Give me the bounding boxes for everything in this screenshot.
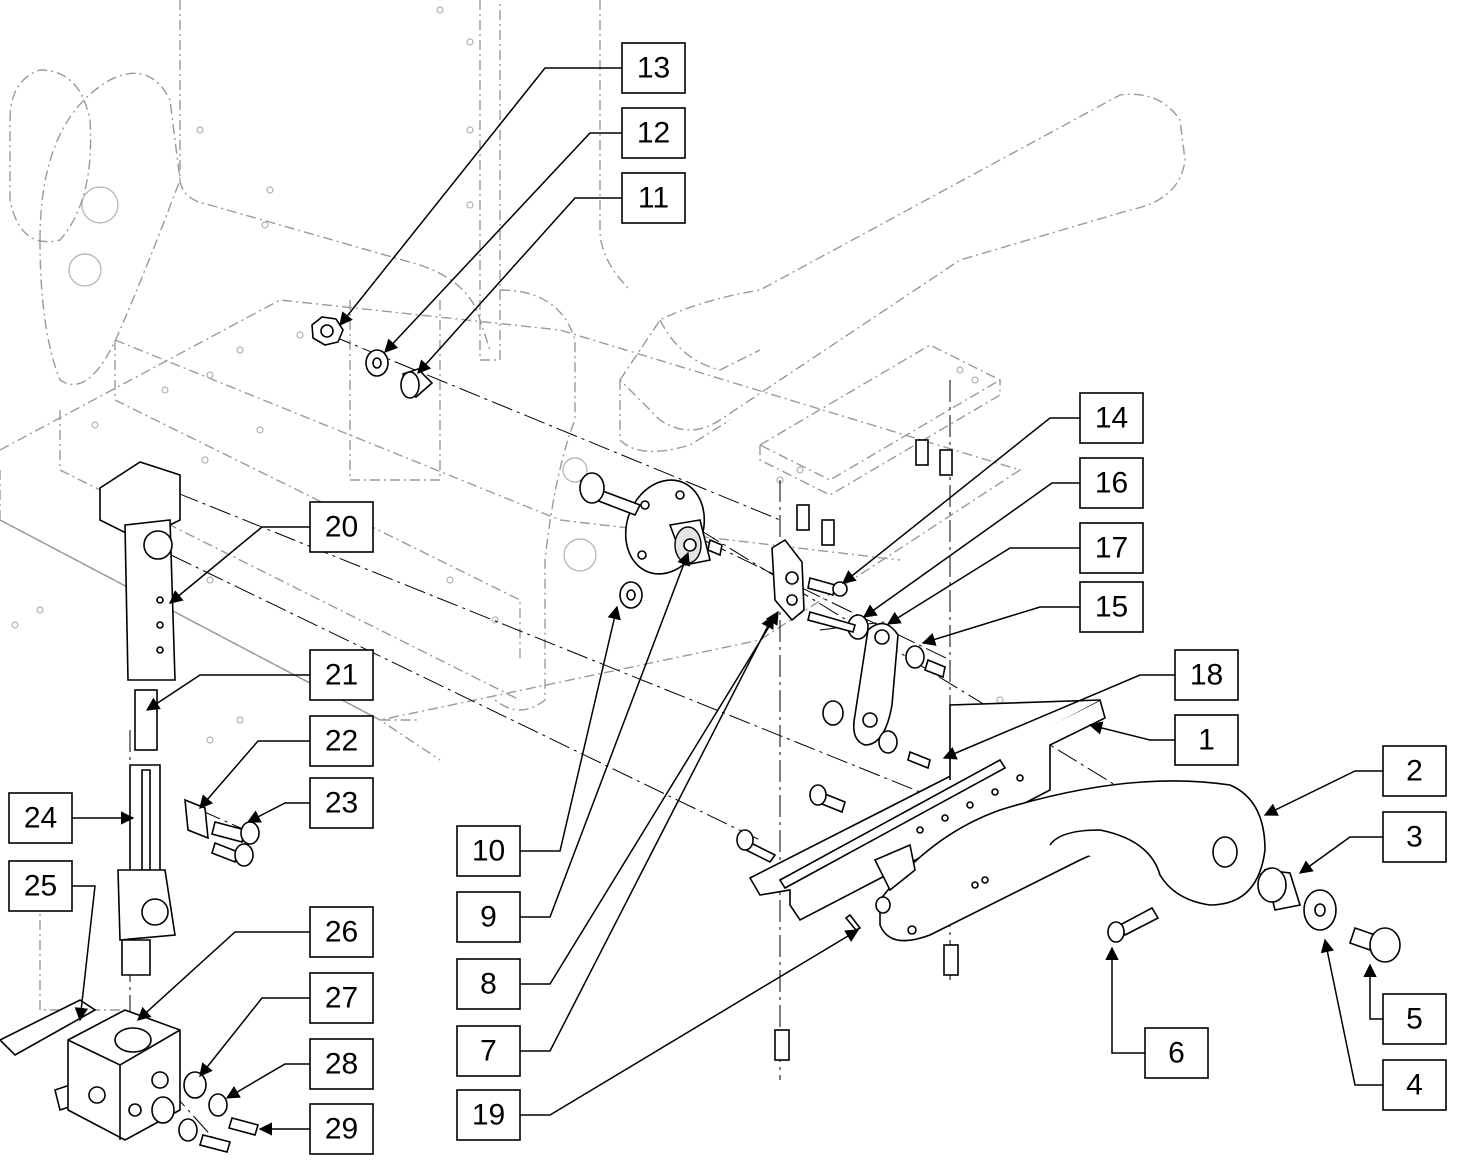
callout-19: 19 bbox=[456, 1089, 521, 1141]
callout-label: 11 bbox=[638, 182, 669, 215]
parts bbox=[0, 316, 1401, 1153]
callout-label: 8 bbox=[480, 968, 497, 1001]
callout-label: 12 bbox=[637, 117, 670, 150]
callout-label: 29 bbox=[325, 1113, 358, 1146]
callout-label: 17 bbox=[1095, 532, 1128, 565]
callout-13: 13 bbox=[621, 42, 686, 94]
callout-26: 26 bbox=[309, 906, 374, 958]
leader-lines bbox=[72, 67, 1383, 1136]
callout-14: 14 bbox=[1079, 392, 1144, 444]
washer-part bbox=[905, 645, 925, 669]
callout-25: 25 bbox=[8, 860, 73, 912]
callout-label: 3 bbox=[1406, 821, 1423, 854]
callout-label: 10 bbox=[472, 835, 505, 868]
callout-label: 20 bbox=[325, 511, 358, 544]
callout-label: 22 bbox=[325, 725, 358, 758]
callout-9: 9 bbox=[456, 891, 521, 943]
locking-pin-part bbox=[134, 689, 158, 751]
callout-10: 10 bbox=[456, 825, 521, 877]
callout-27: 27 bbox=[309, 972, 374, 1024]
washer-part bbox=[208, 1093, 228, 1117]
washer-part bbox=[183, 1071, 207, 1099]
release-lever-part bbox=[0, 999, 97, 1056]
cap-screw-part bbox=[1118, 906, 1160, 937]
callout-label: 7 bbox=[480, 1035, 497, 1068]
callout-label: 14 bbox=[1095, 402, 1128, 435]
callout-label: 16 bbox=[1095, 467, 1128, 500]
callout-15: 15 bbox=[1079, 581, 1144, 633]
callout-label: 6 bbox=[1168, 1037, 1185, 1070]
callout-12: 12 bbox=[621, 107, 686, 159]
ghost-background bbox=[0, 0, 1186, 1011]
assembly-axes bbox=[129, 334, 1271, 1141]
callout-label: 2 bbox=[1406, 755, 1423, 788]
screw-part bbox=[227, 1117, 260, 1136]
callout-label: 24 bbox=[24, 802, 57, 835]
callout-16: 16 bbox=[1079, 457, 1144, 509]
callout-6: 6 bbox=[1144, 1027, 1209, 1079]
callout-21: 21 bbox=[309, 649, 374, 701]
washer-part bbox=[151, 1096, 175, 1124]
callout-3: 3 bbox=[1382, 811, 1447, 863]
screw-part bbox=[198, 1134, 232, 1153]
callout-label: 9 bbox=[480, 901, 497, 934]
callout-label: 19 bbox=[472, 1099, 505, 1132]
callout-4: 4 bbox=[1382, 1059, 1447, 1111]
callout-29: 29 bbox=[309, 1103, 374, 1155]
cap-screw-part bbox=[807, 576, 836, 597]
callout-24: 24 bbox=[8, 792, 73, 844]
callout-23: 23 bbox=[309, 777, 374, 829]
washer-part bbox=[878, 730, 898, 754]
callout-5: 5 bbox=[1382, 993, 1447, 1045]
callout-8: 8 bbox=[456, 958, 521, 1010]
washer-part bbox=[178, 1118, 198, 1142]
callout-label: 4 bbox=[1406, 1069, 1423, 1102]
callout-18: 18 bbox=[1174, 649, 1239, 701]
clamp-plate-part bbox=[184, 798, 209, 840]
callout-label: 23 bbox=[325, 787, 358, 820]
callout-2: 2 bbox=[1382, 745, 1447, 797]
callout-label: 13 bbox=[637, 52, 670, 85]
callout-label: 25 bbox=[24, 870, 57, 903]
callout-label: 18 bbox=[1190, 659, 1223, 692]
callout-28: 28 bbox=[309, 1038, 374, 1090]
callout-1: 1 bbox=[1174, 714, 1239, 766]
callout-22: 22 bbox=[309, 715, 374, 767]
callout-label: 27 bbox=[325, 982, 358, 1015]
callout-label: 26 bbox=[325, 916, 358, 949]
callout-label: 1 bbox=[1198, 724, 1215, 757]
callout-7: 7 bbox=[456, 1025, 521, 1077]
callout-label: 15 bbox=[1095, 591, 1128, 624]
bolt-part bbox=[211, 821, 246, 843]
callout-label: 5 bbox=[1406, 1003, 1423, 1036]
callout-17: 17 bbox=[1079, 522, 1144, 574]
callout-label: 21 bbox=[325, 659, 358, 692]
callout-20: 20 bbox=[309, 501, 374, 553]
callout-11: 11 bbox=[621, 172, 686, 224]
callouts: 13 12 11 14 16 17 15 18 1 2 3 5 4 6 10 9… bbox=[8, 42, 1447, 1155]
callout-label: 28 bbox=[325, 1048, 358, 1081]
